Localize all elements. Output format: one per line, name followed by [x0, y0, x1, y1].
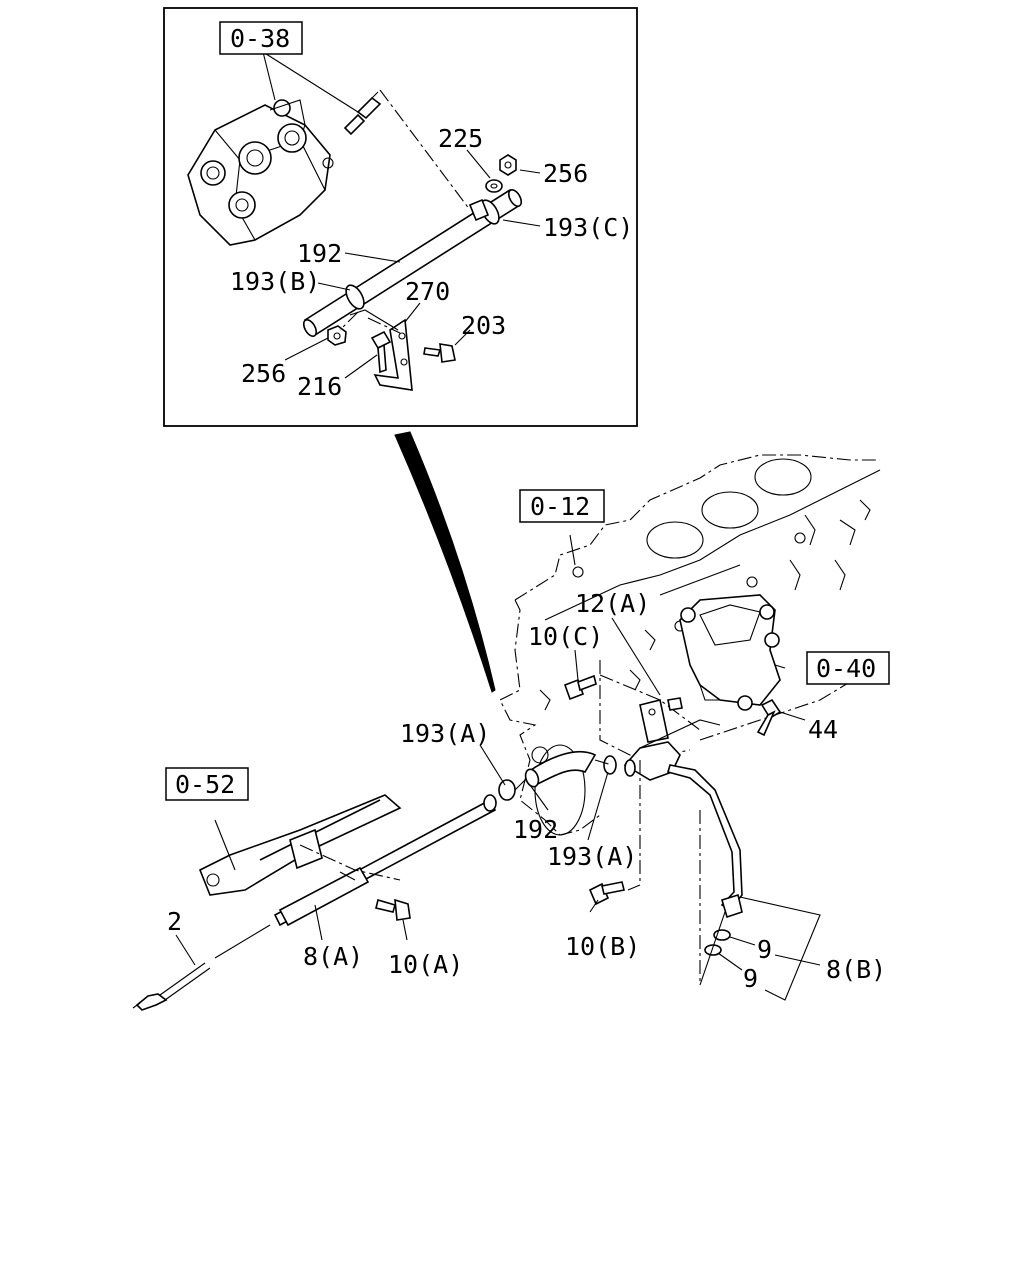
callout-192-inset: 192 [297, 239, 342, 268]
bracket-270 [349, 309, 413, 391]
oil-filter-bracket [679, 594, 781, 711]
clamp-193a-left [498, 779, 516, 801]
callout-270: 270 [405, 277, 450, 306]
callout-203: 203 [461, 311, 506, 340]
ref-label-0-38: 0-38 [230, 24, 290, 53]
callout-12a: 12(A) [575, 589, 650, 618]
oil-pipe-8b [623, 719, 743, 919]
callout-44: 44 [808, 715, 838, 744]
clamp-193a-right [603, 755, 617, 775]
washer-225 [485, 179, 503, 193]
callout-9-upper: 9 [757, 935, 772, 964]
dipstick-2 [132, 924, 271, 1011]
nut-256-bottom [327, 325, 347, 346]
ref-label-0-52: 0-52 [175, 770, 235, 799]
dipstick-guide-8a [273, 794, 497, 927]
detail-connector-arc [394, 431, 496, 693]
callout-9-lower: 9 [743, 964, 758, 993]
o-ring-9-lower [704, 944, 722, 956]
ref-box-0-38: 0-38 [219, 21, 303, 55]
callout-192-main: 192 [513, 815, 558, 844]
callout-225: 225 [438, 124, 483, 153]
ref-box-0-12: 0-12 [519, 489, 605, 523]
ref-box-0-40: 0-40 [806, 651, 890, 685]
bolt-10a [375, 898, 411, 921]
nut-256-top [499, 154, 517, 176]
bolt-10c [563, 674, 597, 701]
callout-193b: 193(B) [230, 267, 320, 296]
bolt-44 [756, 698, 782, 737]
callout-10b: 10(B) [565, 932, 640, 961]
callout-193a-right: 193(A) [547, 842, 637, 871]
injection-pump-body [187, 99, 334, 246]
callout-8b: 8(B) [826, 955, 886, 984]
callout-256-bottom: 256 [241, 359, 286, 388]
callout-10a: 10(A) [388, 950, 463, 979]
bolt-10b [588, 881, 625, 906]
callout-8a: 8(A) [303, 942, 363, 971]
return-hose [524, 750, 597, 788]
bolt-216 [370, 330, 392, 374]
callout-2: 2 [167, 907, 182, 936]
detail-inset-frame [163, 7, 638, 427]
callout-216: 216 [297, 372, 342, 401]
return-pipe [302, 188, 523, 337]
callout-10c: 10(C) [528, 622, 603, 651]
ref-box-0-52: 0-52 [165, 767, 249, 801]
callout-256-top: 256 [543, 159, 588, 188]
bracket-12a [639, 697, 683, 743]
bleed-fitting [343, 91, 382, 136]
bolt-203 [423, 343, 456, 363]
callout-193c: 193(C) [543, 213, 633, 242]
ref-label-0-12: 0-12 [530, 492, 590, 521]
callout-193a-left: 193(A) [400, 719, 490, 748]
ref-label-0-40: 0-40 [816, 654, 876, 683]
